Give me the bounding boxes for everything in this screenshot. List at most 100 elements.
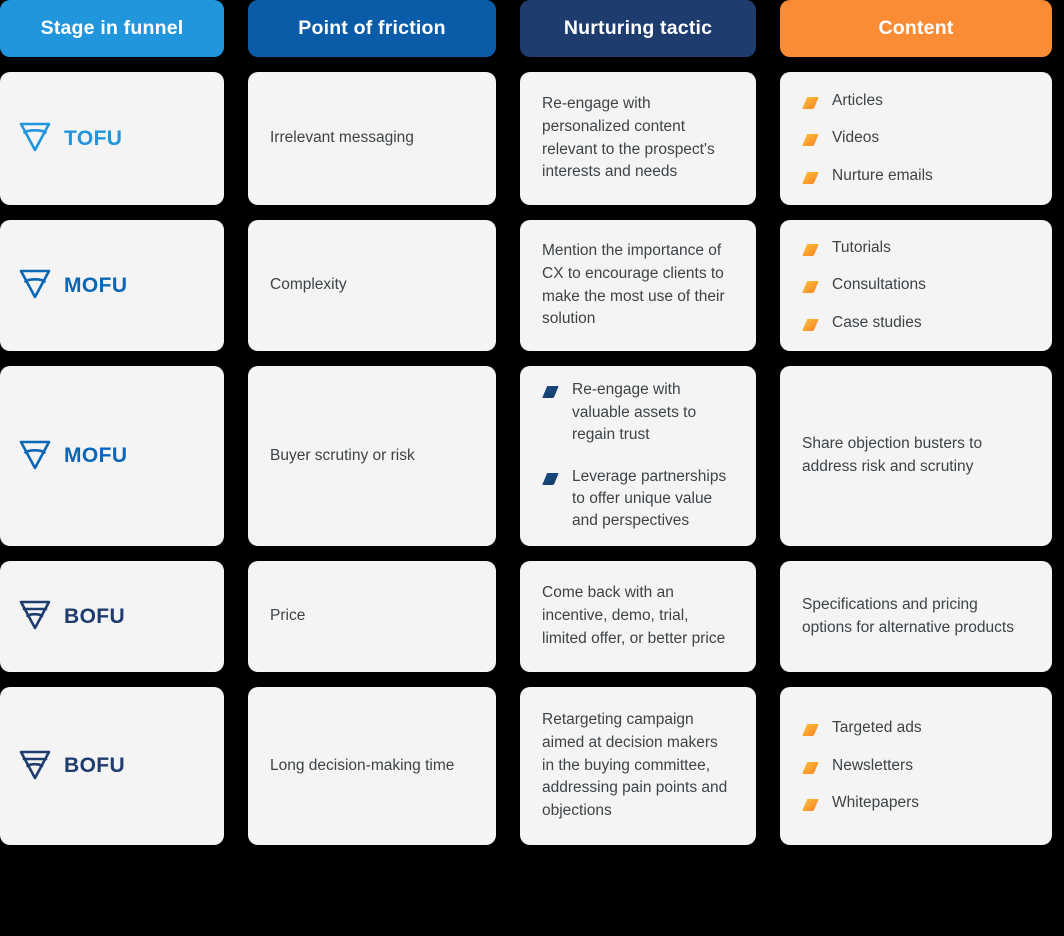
table-cell-stage: BOFU xyxy=(0,561,248,687)
bullet-leaf-icon xyxy=(802,721,819,737)
content-text: Share objection busters to address risk … xyxy=(802,435,983,475)
list-item: Consultations xyxy=(802,274,1030,296)
bullet-leaf-icon xyxy=(802,316,819,331)
list-item: Case studies xyxy=(802,312,1030,334)
list-item-label: Videos xyxy=(832,129,880,147)
column-header-stage-in-funnel: Stage in funnel xyxy=(0,0,224,57)
header-cell-stage: Stage in funnel xyxy=(0,0,248,72)
friction-card: Irrelevant messaging xyxy=(248,72,496,205)
funnel-icon-tofu xyxy=(18,119,52,158)
table-cell-tactic: Retargeting campaign aimed at decision m… xyxy=(520,687,780,860)
friction-card: Complexity xyxy=(248,220,496,351)
header-cell-friction: Point of friction xyxy=(248,0,520,72)
header-cell-content: Content xyxy=(780,0,1052,72)
friction-text: Irrelevant messaging xyxy=(270,129,414,147)
tactic-text: Mention the importance of CX to encourag… xyxy=(542,241,725,328)
friction-text: Long decision-making time xyxy=(270,756,455,774)
list-item-label: Re-engage with valuable assets to regain… xyxy=(572,381,697,444)
content-card: Share objection busters to address risk … xyxy=(780,366,1052,546)
friction-card: Buyer scrutiny or risk xyxy=(248,366,496,546)
content-bullet-list: Articles Videos xyxy=(802,90,1030,187)
funnel-icon-mofu xyxy=(18,266,52,305)
stage-label: MOFU xyxy=(64,444,128,467)
tactic-card: Re-engage with personalized content rele… xyxy=(520,72,756,205)
bullet-leaf-icon xyxy=(802,131,819,147)
content-card: Targeted ads Newsletters xyxy=(780,687,1052,845)
table-row: TOFU xyxy=(0,72,224,205)
column-header-nurturing-tactic: Nurturing tactic xyxy=(520,0,756,57)
tactic-card: Come back with an incentive, demo, trial… xyxy=(520,561,756,672)
bullet-leaf-icon xyxy=(802,94,819,109)
funnel-icon-bofu xyxy=(18,597,52,636)
list-item: Articles xyxy=(802,90,1030,112)
table-cell-tactic: Mention the importance of CX to encourag… xyxy=(520,220,780,366)
stage-label: MOFU xyxy=(64,273,128,297)
header-cell-tactic: Nurturing tactic xyxy=(520,0,780,72)
content-card: Articles Videos xyxy=(780,72,1052,205)
list-item: Tutorials xyxy=(802,237,1030,259)
list-item-label: Articles xyxy=(832,91,883,109)
tactic-bullet-list: Re-engage with valuable assets to regain… xyxy=(542,379,734,533)
friction-card: Price xyxy=(248,561,496,672)
funnel-icon-mofu xyxy=(18,437,52,476)
list-item-label: Nurture emails xyxy=(832,166,933,184)
table-cell-tactic: Come back with an incentive, demo, trial… xyxy=(520,561,780,687)
table-cell-tactic: Re-engage with personalized content rele… xyxy=(520,72,780,220)
table-cell-content: Targeted ads Newsletters xyxy=(780,687,1052,860)
table-cell-stage: TOFU xyxy=(0,72,248,220)
tactic-text: Re-engage with personalized content rele… xyxy=(542,94,715,181)
list-item: Whitepapers xyxy=(802,792,1030,814)
content-card: Tutorials Consultations xyxy=(780,220,1052,351)
stage-label: BOFU xyxy=(64,604,126,628)
list-item-label: Leverage partnerships to offer unique va… xyxy=(572,467,727,530)
bullet-leaf-icon xyxy=(542,470,559,485)
list-item-label: Case studies xyxy=(832,313,922,331)
list-item-label: Consultations xyxy=(832,276,926,294)
content-text: Specifications and pricing options for a… xyxy=(802,595,1014,636)
bullet-leaf-icon xyxy=(802,759,819,774)
table-cell-stage: MOFU xyxy=(0,220,248,366)
list-item: Newsletters xyxy=(802,755,1030,777)
tactic-card: Re-engage with valuable assets to regain… xyxy=(520,366,756,546)
content-card: Specifications and pricing options for a… xyxy=(780,561,1052,672)
table-cell-content: Tutorials Consultations xyxy=(780,220,1052,366)
table-cell-content: Specifications and pricing options for a… xyxy=(780,561,1052,687)
content-bullet-list: Targeted ads Newsletters xyxy=(802,717,1030,814)
table-cell-content: Share objection busters to address risk … xyxy=(780,366,1052,561)
list-item: Leverage partnerships to offer unique va… xyxy=(542,466,734,533)
table-cell-friction: Price xyxy=(248,561,520,687)
stage-label: TOFU xyxy=(64,126,123,150)
list-item: Targeted ads xyxy=(802,717,1030,739)
column-header-point-of-friction: Point of friction xyxy=(248,0,496,57)
table-cell-friction: Irrelevant messaging xyxy=(248,72,520,220)
list-item-label: Newsletters xyxy=(832,756,913,774)
list-item-label: Whitepapers xyxy=(832,794,920,812)
column-header-content: Content xyxy=(780,0,1052,57)
list-item-label: Tutorials xyxy=(832,238,891,256)
friction-card: Long decision-making time xyxy=(248,687,496,845)
table-cell-friction: Complexity xyxy=(248,220,520,366)
bullet-leaf-icon xyxy=(802,241,819,256)
table-row: MOFU xyxy=(0,220,224,351)
content-bullet-list: Tutorials Consultations xyxy=(802,237,1030,334)
table-cell-stage: BOFU xyxy=(0,687,248,860)
table-cell-tactic: Re-engage with valuable assets to regain… xyxy=(520,366,780,561)
list-item-label: Targeted ads xyxy=(832,719,922,737)
table-row: MOFU xyxy=(0,366,224,546)
tactic-card: Mention the importance of CX to encourag… xyxy=(520,220,756,351)
table-cell-friction: Long decision-making time xyxy=(248,687,520,860)
list-item: Nurture emails xyxy=(802,165,1030,187)
tactic-text: Retargeting campaign aimed at decision m… xyxy=(542,711,728,820)
table-cell-stage: MOFU xyxy=(0,366,248,561)
friction-text: Buyer scrutiny or risk xyxy=(270,446,415,464)
friction-text: Price xyxy=(270,607,306,625)
list-item: Videos xyxy=(802,127,1030,149)
list-item: Re-engage with valuable assets to regain… xyxy=(542,379,734,446)
table-cell-friction: Buyer scrutiny or risk xyxy=(248,366,520,561)
tactic-card: Retargeting campaign aimed at decision m… xyxy=(520,687,756,845)
bullet-leaf-icon xyxy=(802,278,819,294)
table-cell-content: Articles Videos xyxy=(780,72,1052,220)
bullet-leaf-icon xyxy=(802,169,819,184)
tactic-text: Come back with an incentive, demo, trial… xyxy=(542,584,726,647)
